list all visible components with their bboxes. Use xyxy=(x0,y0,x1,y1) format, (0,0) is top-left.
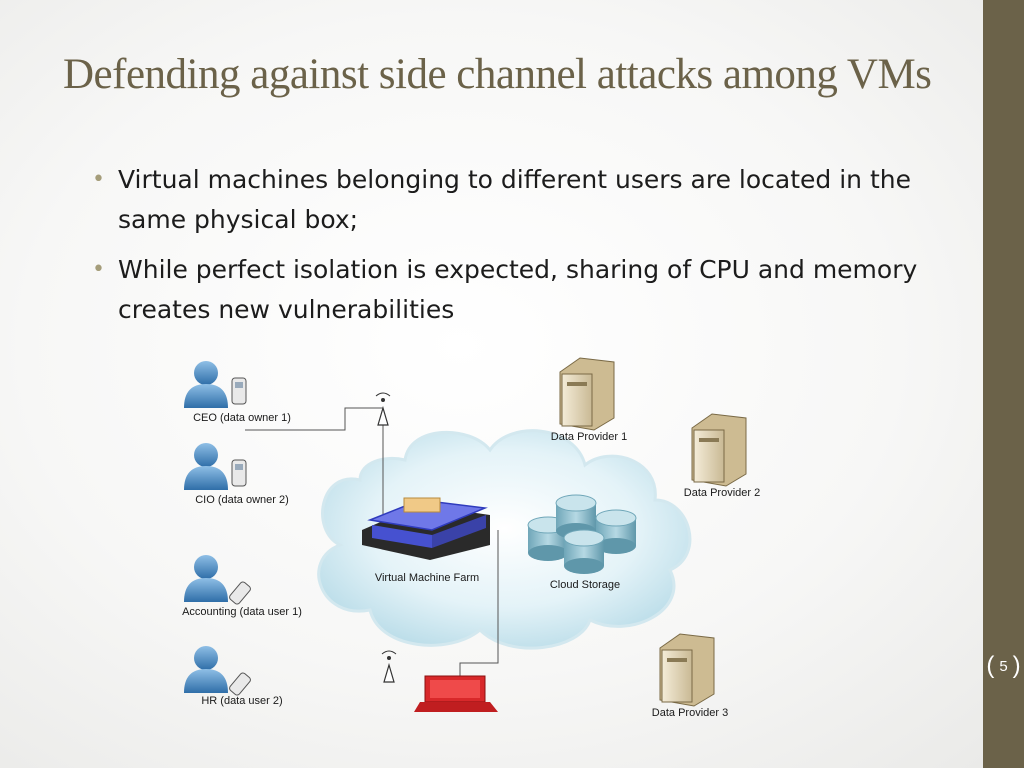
person-icon xyxy=(184,443,228,490)
vm-farm-icon xyxy=(362,497,490,560)
bullet-icon: • xyxy=(92,167,105,192)
mobile-phone-icon xyxy=(229,581,251,605)
cloud-storage-label: Cloud Storage xyxy=(550,579,620,591)
slide-number: ( 5 ) xyxy=(983,640,1024,692)
person-icon xyxy=(184,555,228,602)
mobile-phone-icon xyxy=(229,672,251,696)
connection-lines xyxy=(245,407,499,680)
user-label-hr: HR (data user 2) xyxy=(201,695,282,707)
bullet-text: Virtual machines belonging to different … xyxy=(118,165,911,234)
slide-title: Defending against side channel attacks a… xyxy=(63,51,932,98)
user-label-ceo: CEO (data owner 1) xyxy=(193,412,291,424)
server-icon xyxy=(691,413,747,487)
provider-label-3: Data Provider 3 xyxy=(652,707,728,719)
bracket-left-icon: ( xyxy=(986,652,995,679)
bullet-item: • While perfect isolation is expected, sh… xyxy=(92,250,932,330)
slide-number-value: 5 xyxy=(999,657,1008,675)
person-icon xyxy=(184,361,228,408)
user-label-accounting: Accounting (data user 1) xyxy=(182,606,302,618)
antenna-icon xyxy=(381,650,397,683)
phone-icon xyxy=(231,459,247,487)
storage-icon xyxy=(527,494,637,574)
phone-icon xyxy=(231,377,247,405)
bullet-icon: • xyxy=(92,257,105,282)
person-icon xyxy=(184,646,228,693)
bullet-text: While perfect isolation is expected, sha… xyxy=(118,255,918,324)
server-icon xyxy=(659,633,715,707)
user-label-cio: CIO (data owner 2) xyxy=(195,494,289,506)
provider-label-1: Data Provider 1 xyxy=(551,431,627,443)
cloud-shape xyxy=(317,429,692,650)
provider-label-2: Data Provider 2 xyxy=(684,487,760,499)
laptop-icon xyxy=(414,675,498,712)
antenna-icon xyxy=(375,392,391,426)
server-icon xyxy=(559,357,615,431)
vm-farm-label: Virtual Machine Farm xyxy=(375,572,479,584)
bracket-right-icon: ) xyxy=(1012,652,1021,679)
side-accent-bar xyxy=(983,0,1024,768)
bullet-list: • Virtual machines belonging to different… xyxy=(92,160,932,340)
bullet-item: • Virtual machines belonging to different… xyxy=(92,160,932,240)
